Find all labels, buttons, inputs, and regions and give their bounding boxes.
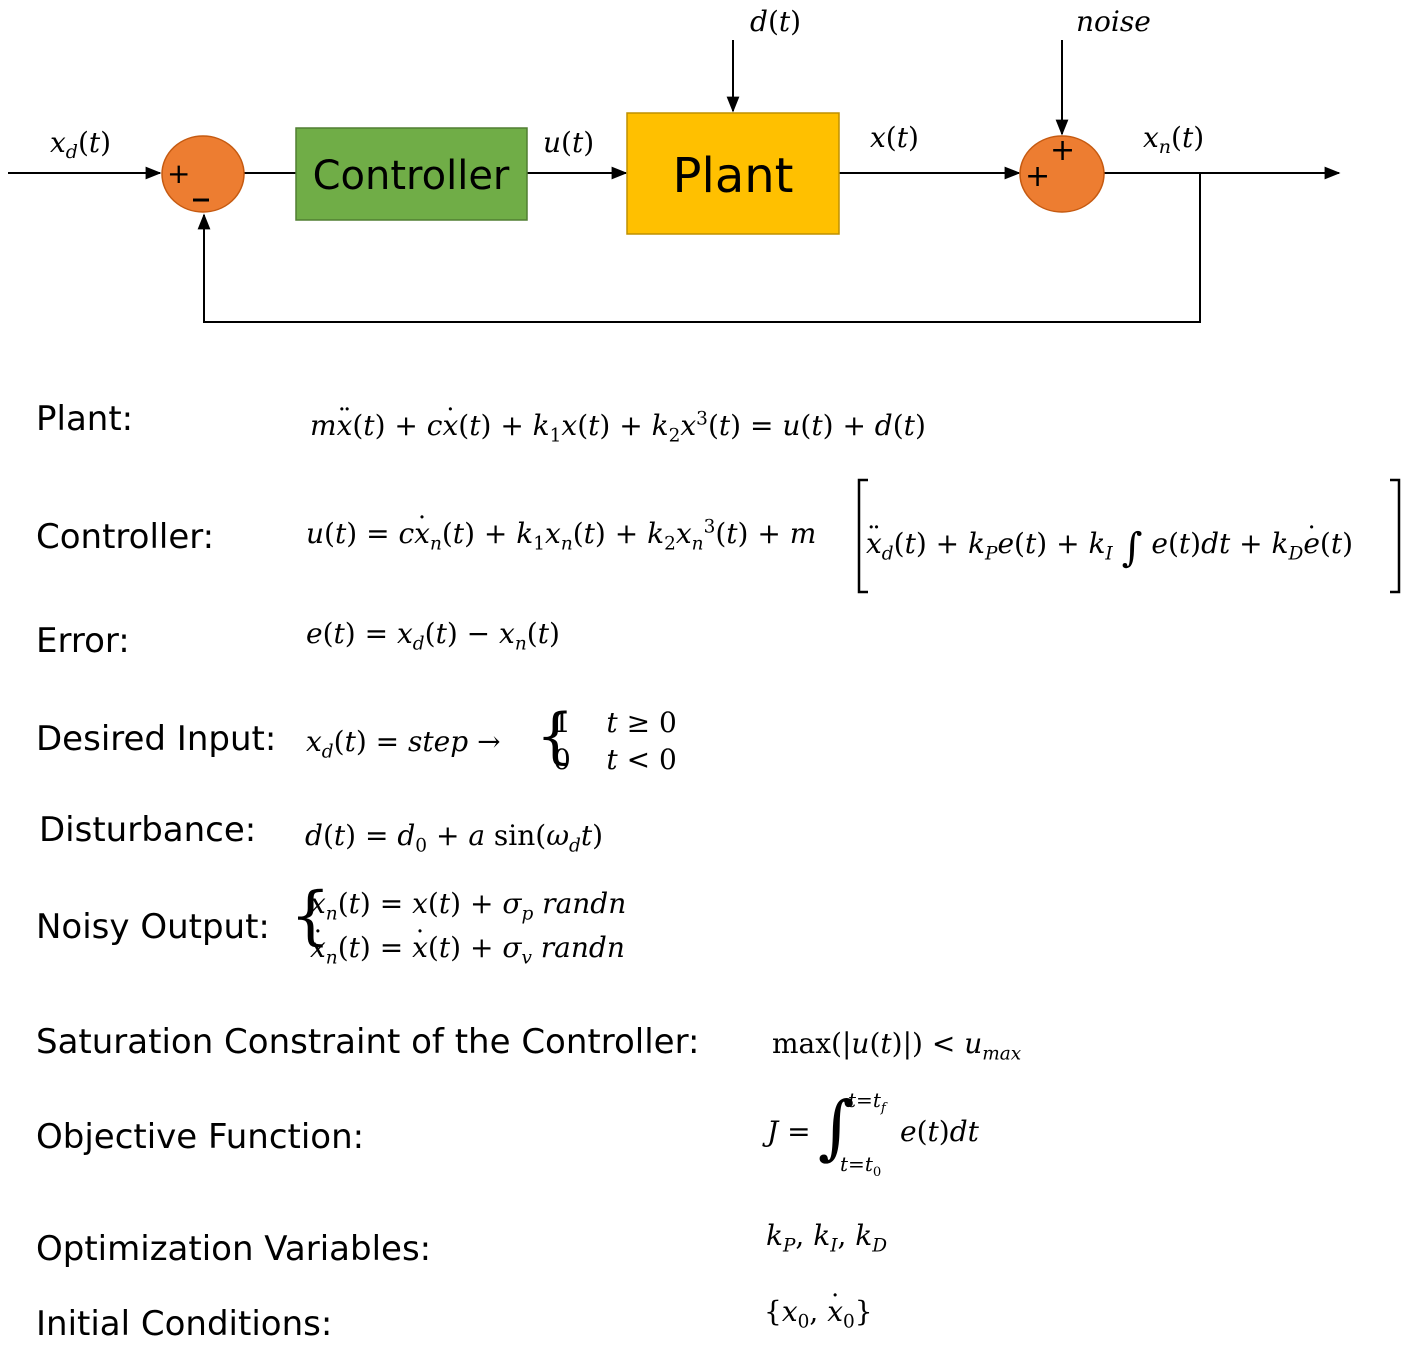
equation-noisy-output-2: xn(t) = x(t) + σv randn (310, 934, 625, 968)
equation-error: e(t) = xd(t) − xn(t) (306, 617, 560, 655)
label-optimization-variables: Optimization Variables: (36, 1229, 432, 1269)
objective-lower-limit: t=t0 (840, 1152, 882, 1180)
summing-junction-2 (1019, 135, 1105, 213)
label-disturbance: Disturbance: (39, 810, 257, 850)
plant-block-label: Plant (673, 148, 794, 204)
label-initial-conditions: Initial Conditions: (36, 1304, 333, 1344)
equation-controller-inner: xd(t) + kPe(t) + kI ∫ e(t)dt + kDe(t) (866, 520, 1353, 568)
summer1-minus: _ (193, 164, 209, 202)
label-error: Error: (36, 621, 130, 661)
equation-objective: J = (767, 1115, 811, 1148)
equation-desired-input: xd(t) = step → (306, 725, 501, 763)
controller-block (295, 127, 528, 221)
objective-upper-limit: t=tf (848, 1088, 886, 1116)
equation-noisy-output-1: xn(t) = x(t) + σp randn (310, 887, 627, 925)
signal-u-label: u(t) (543, 126, 594, 159)
label-objective: Objective Function: (36, 1117, 365, 1157)
equation-initial-conditions: {x0, x0} (764, 1298, 873, 1332)
summing-junction-1 (161, 135, 245, 213)
label-desired-input: Desired Input: (36, 719, 277, 759)
feedback-path (197, 173, 1201, 323)
equation-saturation: max(|u(t)|) < umax (772, 1027, 1022, 1065)
summer2-plus-top: + (1050, 133, 1075, 168)
plant-block (626, 112, 840, 235)
equation-plant: mx(t) + cx(t) + k1x(t) + k2x3(t) = u(t) … (310, 410, 926, 445)
label-controller: Controller: (36, 517, 215, 557)
signal-d-label: d(t) (750, 5, 801, 38)
objective-integral-sign: ∫ (818, 1086, 855, 1168)
desired-input-case-1: 1 t ≥ 0 (553, 706, 677, 739)
block-diagram: + _ Controller Plant + + xd(t) u(t) x(t)… (8, 5, 1341, 323)
label-saturation: Saturation Constraint of the Controller: (36, 1022, 700, 1062)
signal-x-label: x(t) (870, 121, 919, 154)
equation-disturbance: d(t) = d0 + a sin(ωdt) (305, 819, 604, 857)
equation-controller: u(t) = cxn(t) + k1xn(t) + k2xn3(t) + m (306, 518, 816, 553)
desired-input-brace: { (536, 701, 575, 771)
signal-noise-label: noise (1076, 5, 1151, 38)
controller-block-label: Controller (313, 153, 510, 199)
equation-optimization-variables: kP, kI, kD (766, 1219, 888, 1257)
objective-integrand: e(t)dt (900, 1115, 979, 1148)
signal-xn-label: xn(t) (1143, 121, 1204, 158)
signal-xd-label: xd(t) (50, 126, 111, 163)
summer2-plus-left: + (1025, 159, 1050, 194)
label-noisy-output: Noisy Output: (36, 907, 270, 947)
summer1-plus: + (167, 157, 190, 190)
label-plant: Plant: (36, 399, 134, 439)
desired-input-case-2: 0 t < 0 (553, 743, 677, 776)
